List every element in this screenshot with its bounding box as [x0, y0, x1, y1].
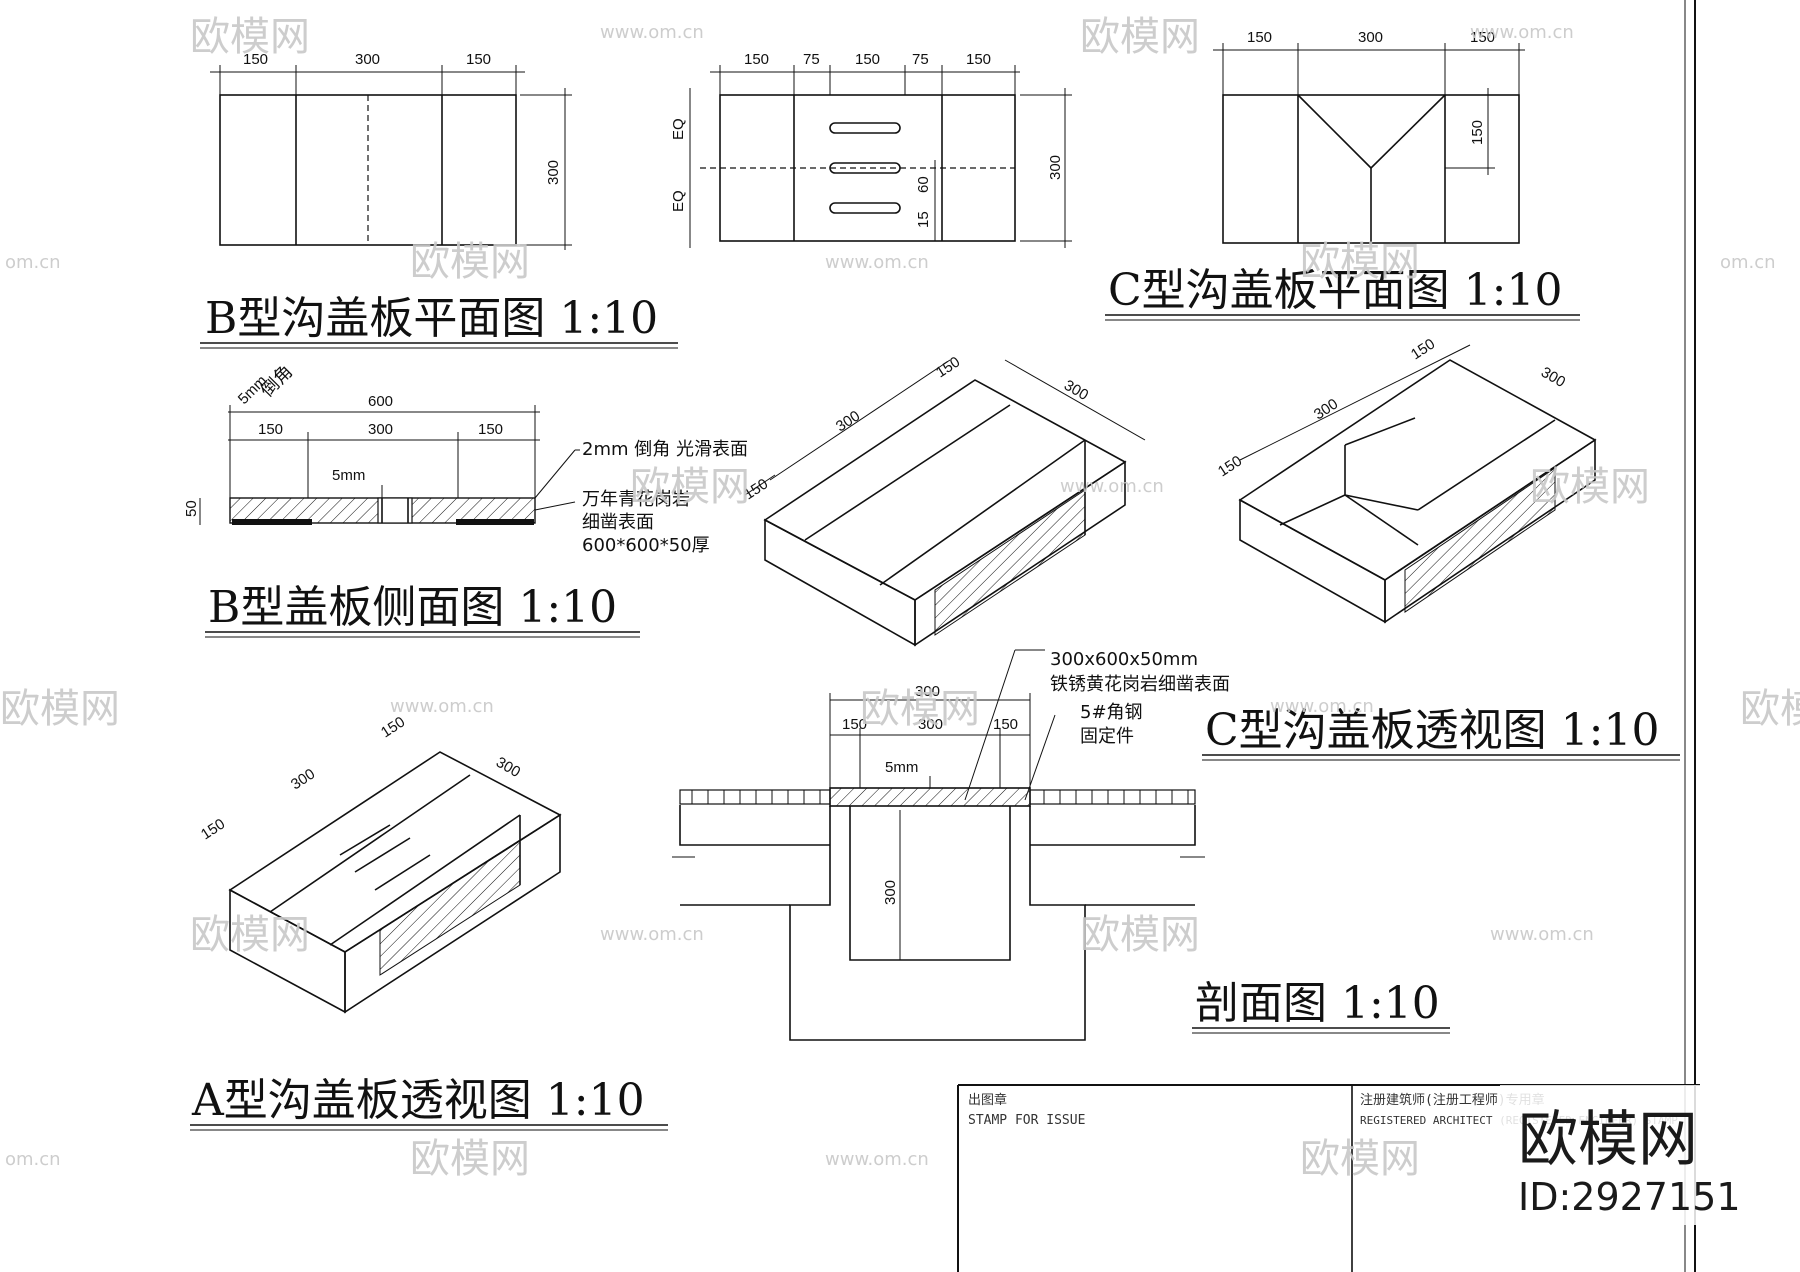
title-c-plan: C型沟盖板平面图 1:10: [1108, 265, 1562, 316]
a-plan-view: 150 75 150 75 150 EQ EQ 300 60 15: [670, 51, 1072, 248]
watermark-brand: 欧模网: [1300, 1136, 1420, 1182]
a-plan-dim-60: 60: [915, 176, 932, 193]
reg-label-cn: 注册建筑师(注册工程师)专用章: [1360, 1092, 1545, 1108]
b-perspective-view: 300 150 300 150: [741, 353, 1146, 647]
c-plan-dim-150-left: 150: [1247, 29, 1272, 46]
a-persp-dim-150-b: 150: [198, 815, 228, 843]
a-plan-dim-150-a: 150: [744, 51, 769, 68]
stamp-label-en: STAMP FOR ISSUE: [968, 1113, 1085, 1128]
a-plan-dim-eq-top: EQ: [670, 118, 687, 140]
c-plan-dim-150-v: 150: [1469, 120, 1486, 145]
a-plan-dim-eq-bottom: EQ: [670, 190, 687, 212]
watermark-site: www.om.cn: [600, 924, 704, 945]
watermark-layer: 欧模网 欧模网 www.om.cn www.om.cn 欧模网 欧模网 om.c…: [0, 14, 1800, 1182]
brand-logo: 欧模网 ID:2927151: [1500, 1085, 1741, 1225]
watermark-site-short: om.cn: [5, 1149, 61, 1170]
watermark-site: www.om.cn: [1470, 22, 1574, 43]
b-persp-dim-300-b: 300: [1061, 377, 1091, 404]
watermark-site: www.om.cn: [825, 1149, 929, 1170]
watermark-site: www.om.cn: [1060, 476, 1164, 497]
section-dim-300: 300: [918, 716, 943, 733]
b-plan-view: 150 300 150 300: [210, 51, 572, 250]
watermark-brand: 欧模网: [1530, 464, 1650, 510]
watermark-brand: 欧模网: [190, 912, 310, 958]
watermark-brand: 欧模网: [190, 14, 310, 60]
b-side-note-granite-3: 600*600*50厚: [582, 535, 710, 556]
b-side-view: 600 150 300 150 5mm 50 倒角 5mm 2mm 倒角 光滑表…: [183, 361, 748, 556]
brand-logo-id: ID:2927151: [1518, 1175, 1741, 1219]
a-plan-dim-15: 15: [915, 211, 932, 228]
b-side-dim-150-right: 150: [478, 421, 503, 438]
c-persp-dim-300-b: 300: [1538, 364, 1568, 391]
a-plan-dim-150-b: 150: [855, 51, 880, 68]
section-dim-300-v: 300: [882, 880, 899, 905]
title-a-persp: A型沟盖板透视图 1:10: [191, 1075, 645, 1126]
section-note-fixture: 固定件: [1080, 726, 1134, 747]
a-plan-dim-75-b: 75: [912, 51, 929, 68]
c-plan-dim-150-right: 150: [1470, 29, 1495, 46]
b-plan-dim-300-v: 300: [545, 160, 562, 185]
b-plan-dim-150-left: 150: [243, 51, 268, 68]
watermark-site: www.om.cn: [390, 696, 494, 717]
section-dim-5mm: 5mm: [885, 759, 918, 776]
section-note-spec-2: 铁锈黄花岗岩细凿表面: [1050, 674, 1230, 695]
b-side-dim-150-left: 150: [258, 421, 283, 438]
watermark-brand: 欧模网: [1300, 239, 1420, 285]
section-view: 300 300 150 300 150 5mm 300x600x50mm 铁锈黄…: [672, 649, 1230, 1041]
watermark-site-short: om.cn: [5, 252, 61, 273]
c-persp-dim-150-b: 150: [1215, 452, 1245, 480]
b-persp-dim-300: 300: [833, 407, 863, 435]
b-persp-dim-150: 150: [933, 353, 963, 381]
a-plan-dim-150-c: 150: [966, 51, 991, 68]
watermark-brand: 欧模网: [0, 686, 120, 732]
c-persp-dim-300: 300: [1311, 395, 1341, 423]
a-persp-dim-300: 300: [288, 765, 318, 793]
title-section: 剖面图 1:10: [1195, 978, 1440, 1029]
section-note-spec-1: 300x600x50mm: [1050, 649, 1198, 670]
title-c-persp: C型沟盖板透视图 1:10: [1205, 705, 1659, 756]
b-plan-dim-300: 300: [355, 51, 380, 68]
watermark-site-short: om.cn: [1720, 252, 1776, 273]
title-b-plan: B型沟盖板平面图 1:10: [205, 293, 658, 344]
section-dim-150-right: 150: [993, 716, 1018, 733]
b-side-dim-600: 600: [368, 393, 393, 410]
watermark-brand: 欧模网: [1080, 14, 1200, 60]
b-side-note-granite-2: 细凿表面: [582, 512, 654, 533]
watermark-brand: 欧模网: [410, 239, 530, 285]
b-side-note-granite-1: 万年青花岗岩: [582, 489, 690, 510]
c-plan-view: 150 300 150 150: [1213, 29, 1525, 244]
watermark-site: www.om.cn: [1270, 696, 1374, 717]
c-persp-dim-150: 150: [1408, 335, 1438, 363]
watermark-brand: 欧模网: [860, 686, 980, 732]
watermark-site: www.om.cn: [600, 22, 704, 43]
section-dim-150-left: 150: [842, 716, 867, 733]
a-plan-dim-300-v: 300: [1047, 155, 1064, 180]
watermark-site: www.om.cn: [1490, 924, 1594, 945]
watermark-brand: 欧模网: [1080, 912, 1200, 958]
b-plan-dim-150-right: 150: [466, 51, 491, 68]
b-side-note-surface: 2mm 倒角 光滑表面: [582, 439, 748, 460]
b-side-dim-300: 300: [368, 421, 393, 438]
stamp-label-cn: 出图章: [968, 1092, 1007, 1108]
sheet-border: [1684, 0, 1696, 1272]
c-plan-dim-300: 300: [1358, 29, 1383, 46]
watermark-brand: 欧模网: [630, 464, 750, 510]
a-persp-dim-150: 150: [378, 713, 408, 741]
watermark-site: www.om.cn: [825, 252, 929, 273]
a-perspective-view: 300 150 300 150: [198, 713, 562, 1014]
b-side-dim-5mm: 5mm: [332, 467, 365, 484]
watermark-brand: 欧模网: [1740, 686, 1800, 732]
a-plan-dim-75-a: 75: [803, 51, 820, 68]
watermark-brand: 欧模网: [410, 1136, 530, 1182]
section-note-angle-steel: 5#角钢: [1080, 702, 1143, 723]
b-side-dim-50: 50: [183, 500, 200, 517]
a-persp-dim-300-b: 300: [493, 754, 523, 781]
title-b-side: B型盖板侧面图 1:10: [208, 582, 617, 633]
brand-logo-text: 欧模网: [1518, 1105, 1698, 1175]
section-dim-300-top: 300: [915, 683, 940, 700]
